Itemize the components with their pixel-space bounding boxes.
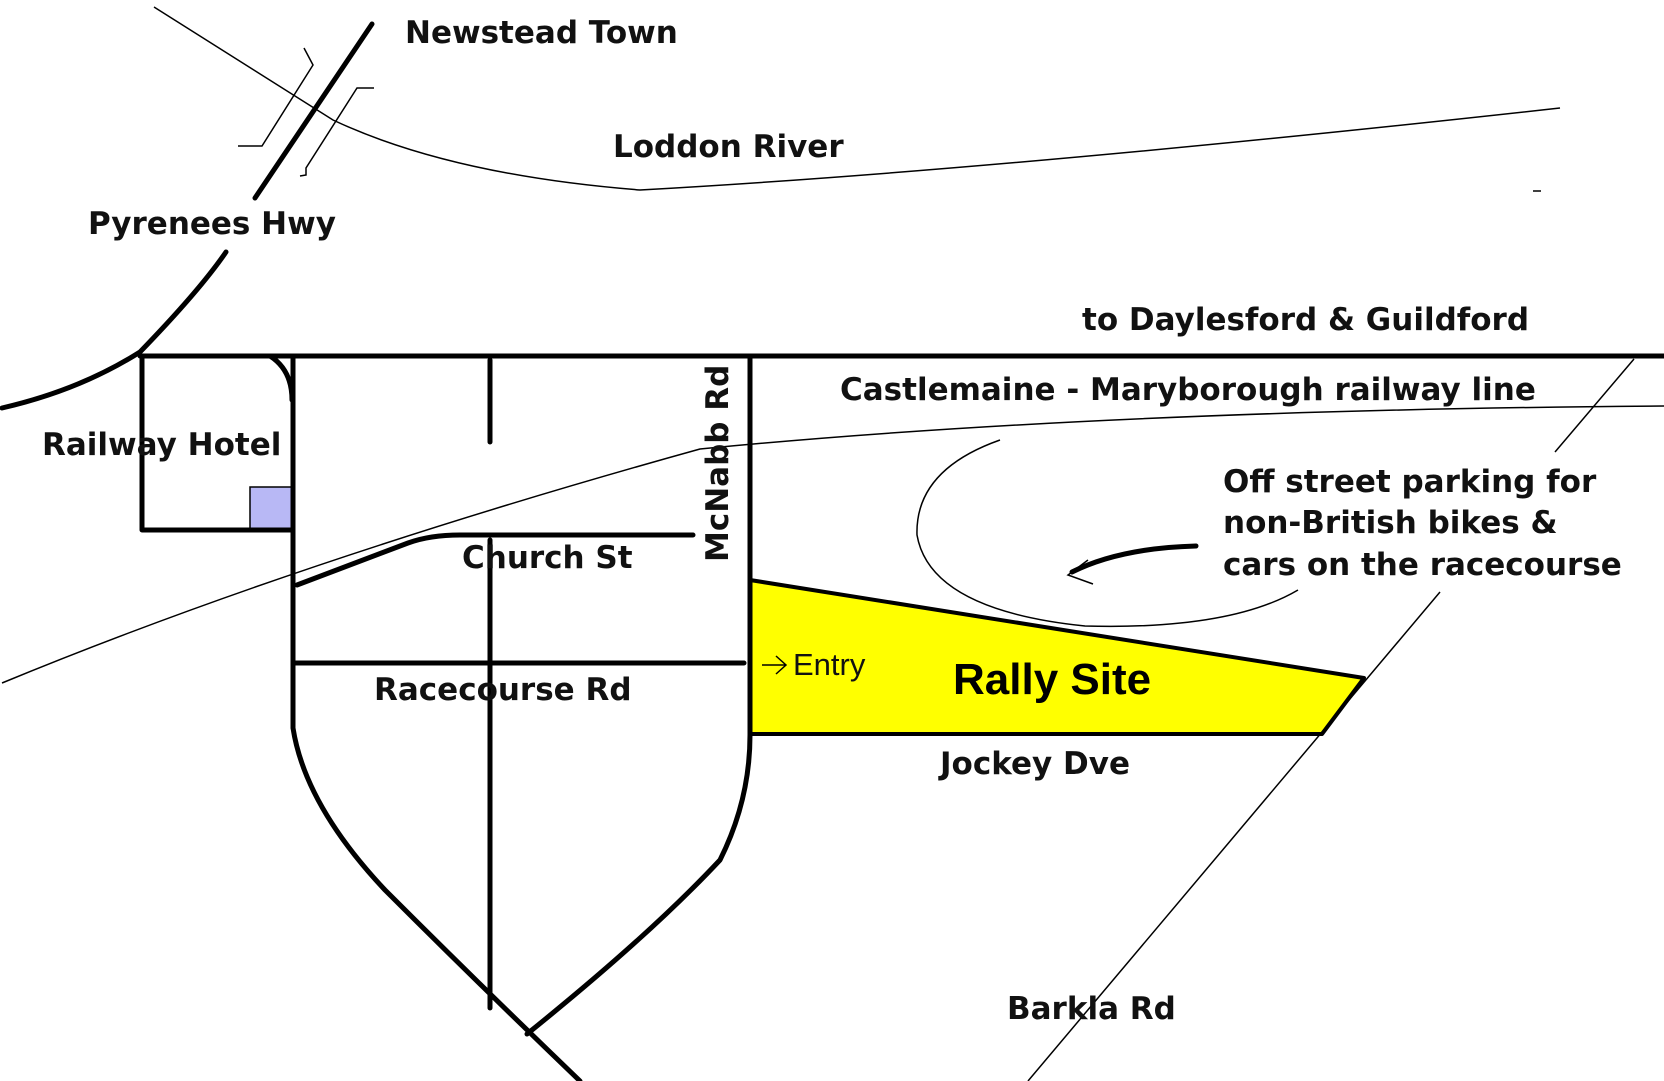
church-st-label: Church St [462, 540, 633, 576]
parking-note-line3: cars on the racecourse [1223, 547, 1622, 583]
jockey-dve-label: Jockey Dve [938, 746, 1130, 782]
racecourse-rd-label: Racecourse Rd [374, 672, 632, 708]
loddon-river-line [153, 6, 1561, 191]
entry-label: Entry [793, 647, 866, 682]
railway-hotel-loop-road [139, 353, 295, 533]
pyrenees-hwy-label: Pyrenees Hwy [88, 206, 336, 242]
railway-hotel-marker [249, 486, 293, 530]
newstead-town-label: Newstead Town [405, 15, 678, 51]
rally-site-label: Rally Site [953, 655, 1151, 704]
church-street-road [294, 532, 696, 588]
bridge-rail-south [299, 87, 374, 177]
pyrenees-highway-bridge [252, 21, 375, 201]
parking-note-line1: Off street parking for [1223, 464, 1597, 500]
bridge-rail-north [238, 47, 314, 147]
curved-arrow-icon [1069, 543, 1199, 575]
railway-hotel-label: Railway Hotel [42, 427, 281, 463]
mcnabb-road [524, 355, 753, 1037]
pyrenees-highway [0, 249, 229, 411]
barkla-road [1027, 591, 1441, 1081]
loddon-river-label: Loddon River [613, 129, 844, 165]
racecourse-oval [916, 439, 1299, 628]
barkla-road-north [1554, 358, 1635, 453]
mcnabb-rd-label: McNabb Rd [700, 365, 736, 562]
western-road [290, 353, 583, 1081]
right-arrow-icon [762, 655, 788, 675]
daylesford-label: to Daylesford & Guildford [1082, 302, 1529, 338]
railway-line-label: Castlemaine - Maryborough railway line [840, 372, 1536, 408]
barkla-rd-label: Barkla Rd [1007, 991, 1176, 1027]
railway-line [1, 405, 1664, 684]
parking-note-line2: non-British bikes & [1223, 505, 1558, 541]
corner-curve-road [267, 353, 295, 403]
curved-arrow-head-icon [1066, 559, 1094, 585]
